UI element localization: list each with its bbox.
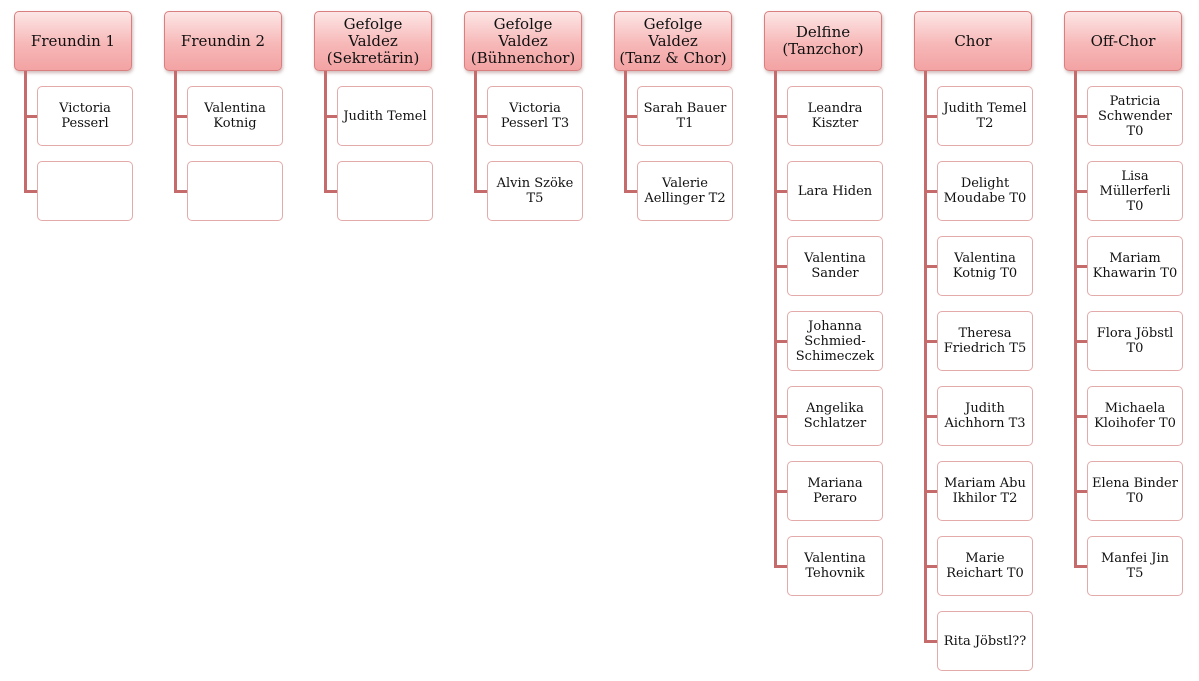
column-1: Freundin 1 Victoria Pesserl [13,0,143,681]
connector-branch [1074,415,1087,418]
group-header: Off-Chor [1064,11,1182,71]
member-box: Patricia Schwender T0 [1087,86,1183,146]
member-box: Valentina Sander [787,236,883,296]
connector-branch [474,190,487,193]
member-box: Mariam Khawarin T0 [1087,236,1183,296]
group-header: Freundin 2 [164,11,282,71]
group-header: Gefolge Valdez (Sekretärin) [314,11,432,71]
connector-trunk [24,71,27,193]
connector-branch [774,190,787,193]
member-box: Valentina Kotnig T0 [937,236,1033,296]
connector-branch [1074,115,1087,118]
group-header: Chor [914,11,1032,71]
member-box: Victoria Pesserl [37,86,133,146]
connector-trunk [174,71,177,193]
connector-trunk [324,71,327,193]
group-header: Gefolge Valdez (Tanz & Chor) [614,11,732,71]
member-box: Judith Temel T2 [937,86,1033,146]
member-box: Leandra Kiszter [787,86,883,146]
member-box: Mariana Peraro [787,461,883,521]
column-5: Gefolge Valdez (Tanz & Chor) Sarah Bauer … [613,0,743,681]
connector-trunk [1074,71,1077,568]
connector-branch [924,640,937,643]
connector-branch [474,115,487,118]
connector-branch [174,190,187,193]
connector-branch [924,190,937,193]
connector-branch [624,115,637,118]
connector-branch [774,340,787,343]
connector-trunk [924,71,927,643]
connector-branch [774,415,787,418]
group-header: Gefolge Valdez (Bühnenchor) [464,11,582,71]
connector-branch [924,415,937,418]
member-box: Alvin Szöke T5 [487,161,583,221]
connector-branch [1074,490,1087,493]
empty-member-box [337,161,433,221]
connector-branch [174,115,187,118]
member-box: Judith Temel [337,86,433,146]
member-box: Flora Jöbstl T0 [1087,311,1183,371]
connector-branch [24,190,37,193]
column-3: Gefolge Valdez (Sekretärin) Judith Temel [313,0,443,681]
member-box: Johanna Schmied- Schimeczek [787,311,883,371]
connector-branch [1074,565,1087,568]
connector-trunk [774,71,777,568]
connector-branch [24,115,37,118]
member-box: Angelika Schlatzer [787,386,883,446]
connector-branch [924,115,937,118]
connector-branch [924,265,937,268]
member-box: Lara Hiden [787,161,883,221]
member-box: Theresa Friedrich T5 [937,311,1033,371]
connector-branch [924,565,937,568]
member-box: Michaela Kloihofer T0 [1087,386,1183,446]
column-4: Gefolge Valdez (Bühnenchor) Victoria Pess… [463,0,593,681]
connector-trunk [474,71,477,193]
connector-branch [774,490,787,493]
connector-trunk [624,71,627,193]
connector-branch [1074,340,1087,343]
connector-branch [324,190,337,193]
connector-branch [1074,190,1087,193]
member-box: Victoria Pesserl T3 [487,86,583,146]
empty-member-box [187,161,283,221]
member-box: Elena Binder T0 [1087,461,1183,521]
connector-branch [774,265,787,268]
connector-branch [774,565,787,568]
member-box: Marie Reichart T0 [937,536,1033,596]
member-box: Delight Moudabe T0 [937,161,1033,221]
group-header: Delfine (Tanzchor) [764,11,882,71]
empty-member-box [37,161,133,221]
connector-branch [324,115,337,118]
connector-branch [774,115,787,118]
member-box: Sarah Bauer T1 [637,86,733,146]
connector-branch [624,190,637,193]
member-box: Valentina Kotnig [187,86,283,146]
member-box: Rita Jöbstl?? [937,611,1033,671]
connector-branch [924,340,937,343]
member-box: Lisa Müllerferli T0 [1087,161,1183,221]
connector-branch [1074,265,1087,268]
member-box: Valerie Aellinger T2 [637,161,733,221]
connector-branch [924,490,937,493]
member-box: Mariam Abu Ikhilor T2 [937,461,1033,521]
member-box: Manfei Jin T5 [1087,536,1183,596]
member-box: Judith Aichhorn T3 [937,386,1033,446]
group-header: Freundin 1 [14,11,132,71]
column-2: Freundin 2 Valentina Kotnig [163,0,293,681]
member-box: Valentina Tehovnik [787,536,883,596]
